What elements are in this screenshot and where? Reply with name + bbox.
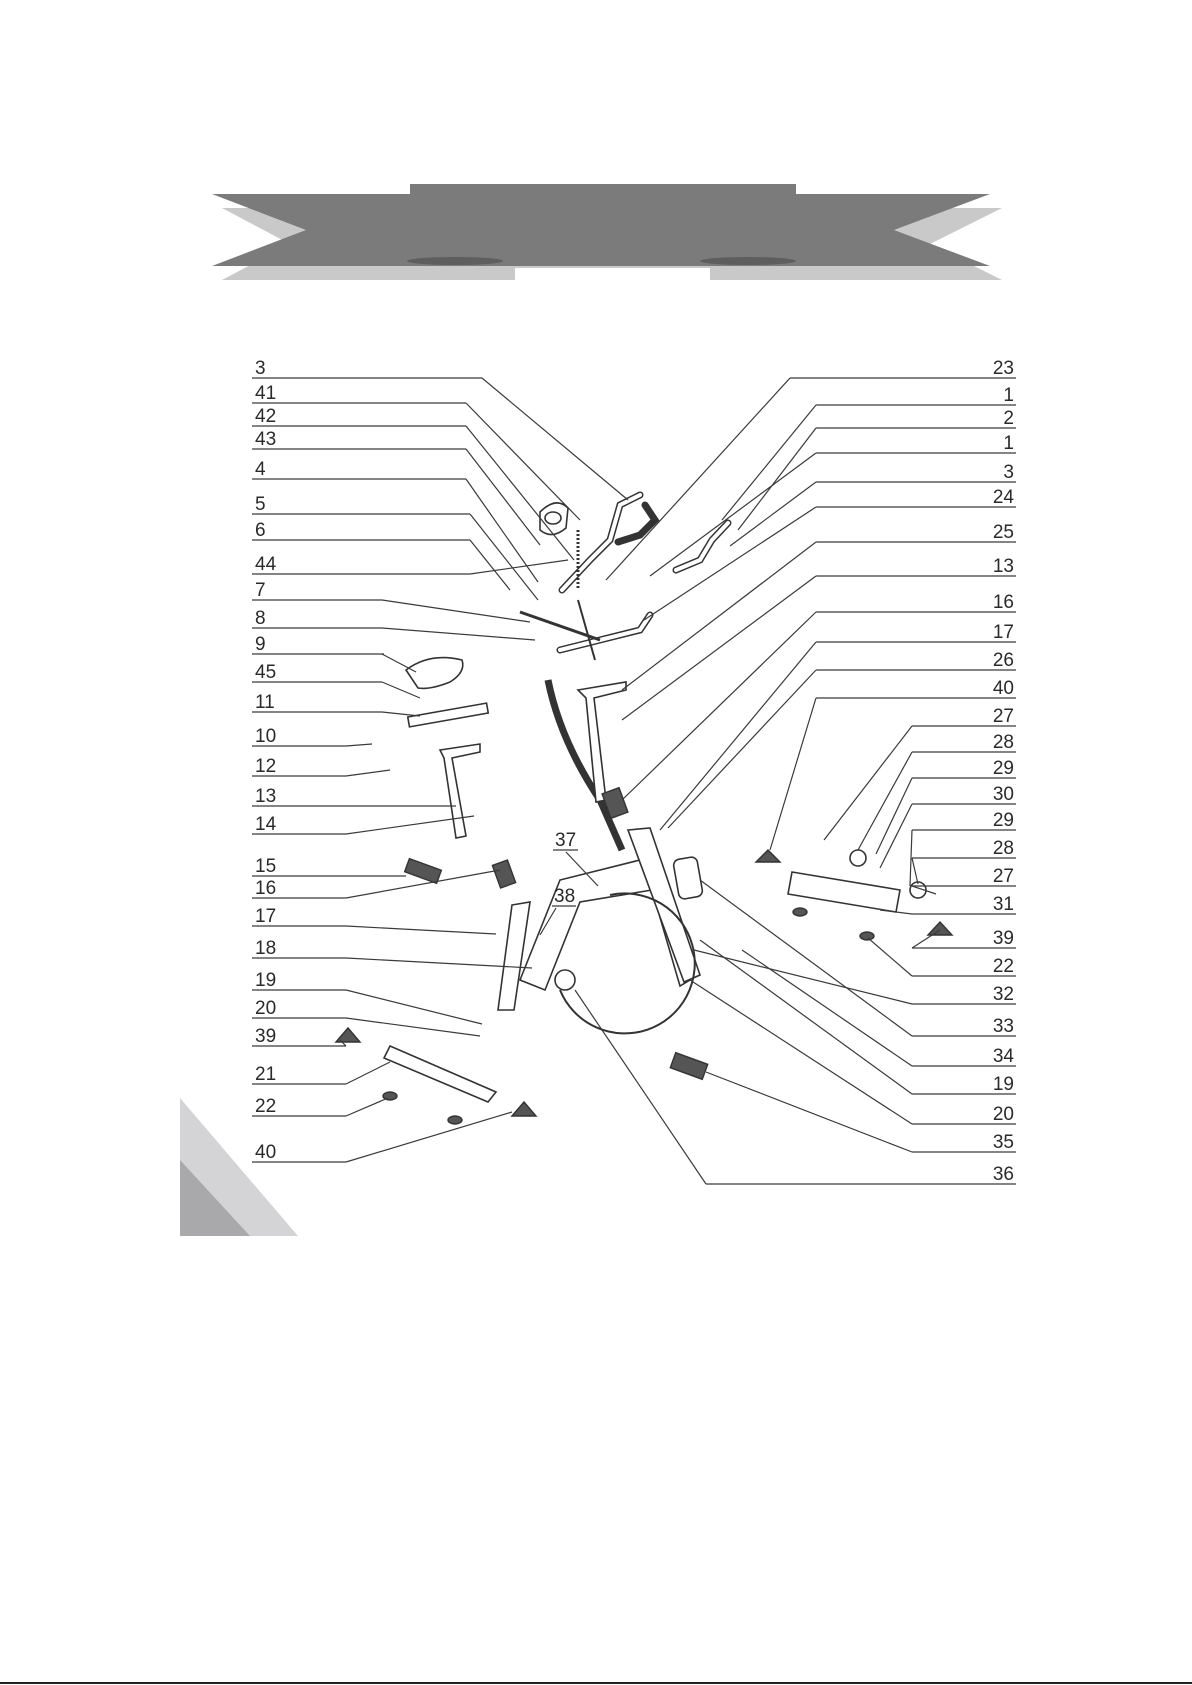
callout-left-2: 41 bbox=[255, 383, 276, 404]
callout-right-5: 3 bbox=[1003, 462, 1014, 483]
crank-hub bbox=[555, 970, 575, 990]
callout-left-22: 19 bbox=[255, 970, 276, 991]
callout-right-23: 32 bbox=[993, 984, 1014, 1005]
callout-right-15: 29 bbox=[993, 758, 1014, 779]
callout-left-14: 10 bbox=[255, 726, 276, 747]
callout-left-7: 6 bbox=[255, 520, 266, 541]
callout-left-17: 14 bbox=[255, 814, 277, 835]
callout-left-21: 18 bbox=[255, 938, 276, 959]
callout-left-3: 42 bbox=[255, 406, 276, 427]
callout-right-3: 2 bbox=[1003, 408, 1014, 429]
brake-cable bbox=[548, 680, 622, 850]
callout-right-18: 28 bbox=[993, 838, 1014, 859]
callout-left-25: 21 bbox=[255, 1064, 276, 1085]
callout-left-5: 4 bbox=[255, 459, 266, 480]
callout-right-11: 26 bbox=[993, 650, 1014, 671]
callout-left-26: 22 bbox=[255, 1096, 276, 1117]
right-underlines bbox=[706, 378, 1016, 1184]
callout-left-6: 5 bbox=[255, 494, 266, 515]
handlebar-stem bbox=[578, 600, 595, 660]
callout-right-22: 22 bbox=[993, 956, 1014, 977]
callout-left-19: 16 bbox=[255, 878, 276, 899]
callout-left-10: 8 bbox=[255, 608, 266, 629]
callout-right-25: 34 bbox=[993, 1046, 1015, 1067]
seat-post-top bbox=[440, 744, 480, 838]
callout-left-12: 45 bbox=[255, 662, 276, 683]
callout-right-6: 24 bbox=[993, 487, 1015, 508]
callout-right-26: 19 bbox=[993, 1074, 1014, 1095]
front-stabilizer bbox=[788, 872, 900, 912]
callout-right-9: 16 bbox=[993, 592, 1014, 613]
wheel-1 bbox=[850, 850, 866, 866]
callout-right-24: 33 bbox=[993, 1016, 1014, 1037]
callout-right-7: 25 bbox=[993, 522, 1014, 543]
callout-left-24: 39 bbox=[255, 1026, 276, 1047]
callout-left-1: 3 bbox=[255, 358, 266, 379]
callout-left-8: 44 bbox=[255, 554, 277, 575]
callout-right-2: 1 bbox=[1003, 385, 1014, 406]
foot-rear-2 bbox=[448, 1116, 462, 1124]
callout-left-16: 13 bbox=[255, 786, 276, 807]
seat-post-knob bbox=[492, 860, 515, 888]
header-banner bbox=[212, 184, 1002, 280]
corner-decoration bbox=[180, 1098, 298, 1236]
foot-front-2 bbox=[860, 932, 874, 940]
callout-right-10: 17 bbox=[993, 622, 1014, 643]
callout-left-9: 7 bbox=[255, 580, 266, 601]
callout-center-2: 38 bbox=[554, 886, 575, 907]
callout-left-4: 43 bbox=[255, 429, 276, 450]
callout-left-15: 12 bbox=[255, 756, 276, 777]
pedal-left bbox=[405, 859, 442, 884]
banner-ribbon bbox=[212, 184, 990, 266]
callout-left-11: 9 bbox=[255, 634, 266, 655]
callout-right-20: 31 bbox=[993, 894, 1014, 915]
callout-right-29: 36 bbox=[993, 1164, 1014, 1185]
callout-center-1: 37 bbox=[555, 830, 576, 851]
callout-left-13: 11 bbox=[255, 692, 275, 713]
callout-right-16: 30 bbox=[993, 784, 1014, 805]
rear-stabilizer bbox=[384, 1046, 496, 1102]
callout-right-12: 40 bbox=[993, 678, 1014, 699]
seat bbox=[406, 658, 463, 689]
center-callouts: 37 38 bbox=[554, 830, 576, 907]
handlebar-grip-left bbox=[618, 505, 655, 542]
callout-right-1: 23 bbox=[993, 358, 1014, 379]
callout-right-27: 20 bbox=[993, 1104, 1014, 1125]
callout-right-28: 35 bbox=[993, 1132, 1014, 1153]
callout-right-14: 28 bbox=[993, 732, 1014, 753]
handlebar-left-inner bbox=[562, 495, 640, 590]
pedal-right bbox=[670, 1053, 707, 1080]
end-cap-front-right bbox=[928, 922, 952, 935]
banner-fold-left bbox=[407, 257, 503, 265]
end-cap-rear-left bbox=[336, 1028, 360, 1042]
callout-right-17: 29 bbox=[993, 810, 1014, 831]
callout-left-23: 20 bbox=[255, 998, 276, 1019]
banner-fold-right bbox=[700, 257, 796, 265]
callout-right-8: 13 bbox=[993, 556, 1014, 577]
callout-right-19: 27 bbox=[993, 866, 1014, 887]
callout-right-21: 39 bbox=[993, 928, 1014, 949]
end-cap-rear-right bbox=[512, 1102, 536, 1116]
handlebar-bar-inner bbox=[560, 615, 650, 650]
console-screen bbox=[545, 512, 561, 524]
water-bottle bbox=[673, 856, 704, 900]
callout-left-18: 15 bbox=[255, 856, 276, 877]
callout-right-4: 1 bbox=[1003, 433, 1014, 454]
foot-front-1 bbox=[793, 908, 807, 916]
handle-post-top bbox=[578, 682, 626, 802]
end-cap-front-left bbox=[756, 850, 780, 862]
frame-seat-tube bbox=[498, 902, 530, 1010]
callout-left-20: 17 bbox=[255, 906, 276, 927]
callout-right-13: 27 bbox=[993, 706, 1014, 727]
callout-left-27: 40 bbox=[255, 1142, 276, 1163]
seat-slider bbox=[408, 703, 489, 727]
